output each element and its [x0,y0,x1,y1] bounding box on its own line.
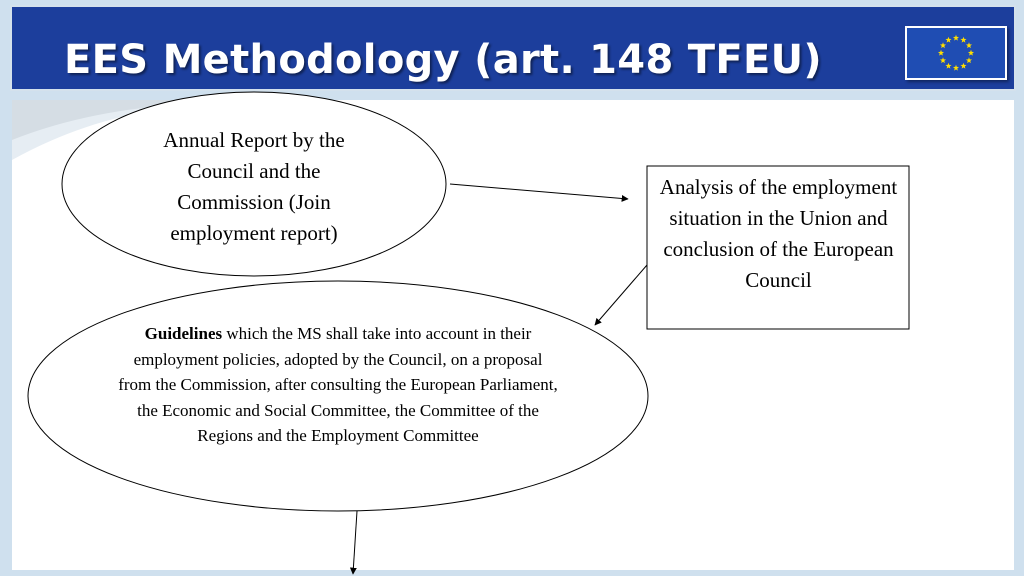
eu-star-icon [937,49,945,56]
eu-star-icon [965,57,973,64]
annual-report-ellipse [61,91,447,277]
eu-star-icon [939,42,947,49]
eu-star-icon [960,36,967,43]
guidelines-ellipse [27,280,649,512]
eu-star-icon [952,34,960,41]
eu-star-icon [952,64,960,71]
arrow-guidelines-down [349,510,358,575]
eu-star-icon [939,57,947,64]
annual-report-text: Annual Report by the Council and the Com… [163,128,345,245]
analysis-text: Analysis of the employment situation in … [659,175,898,292]
guidelines-text: Guidelines which the MS shall take into … [118,321,558,449]
title-bar: EES Methodology (art. 148 TFEU) [10,5,1016,91]
eu-star-icon [960,62,967,69]
eu-star-icon [965,42,973,49]
eu-flag-icon [905,26,1007,80]
arrow-analysis-to-guidelines [594,264,648,326]
decorative-swoosh [12,100,202,160]
analysis-box [646,165,910,330]
slide-title: EES Methodology (art. 148 TFEU) [64,37,822,83]
arrow-report-to-analysis [449,183,629,202]
guidelines-bold-label: Guidelines [144,324,223,343]
guidelines-description: which the MS shall take into account in … [118,324,558,446]
eu-star-icon [945,36,952,43]
eu-star-icon [945,62,952,69]
eu-star-icon [967,49,975,56]
